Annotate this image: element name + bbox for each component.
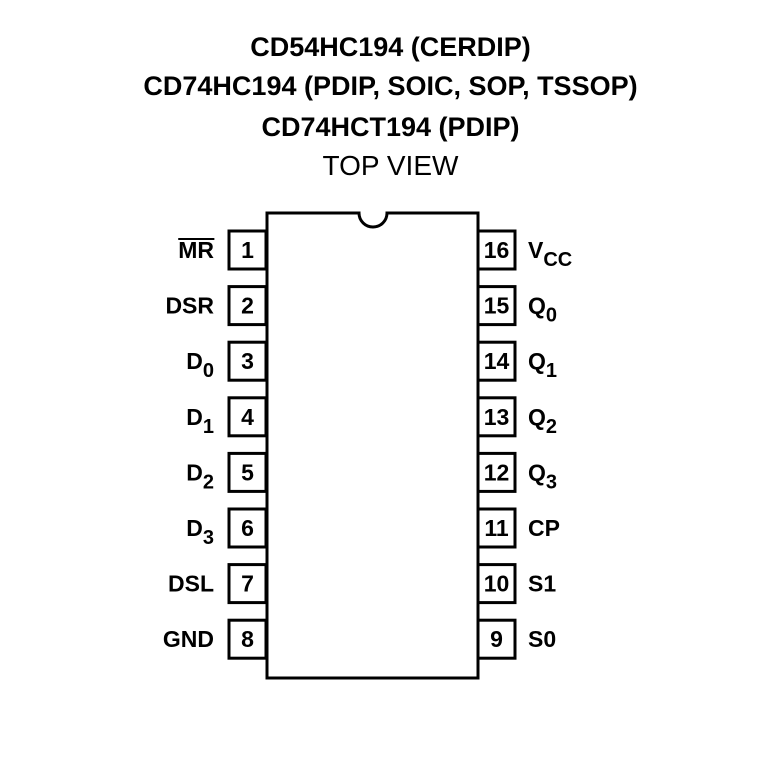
title-cd54hc194: CD54HC194 (CERDIP) bbox=[250, 32, 531, 62]
pin-subscript: 2 bbox=[203, 471, 214, 493]
pin-box bbox=[476, 618, 517, 660]
pin-subscript: 3 bbox=[203, 527, 214, 549]
pin-number: 8 bbox=[241, 626, 254, 652]
pin-number: 5 bbox=[241, 459, 254, 485]
pin-name: D bbox=[186, 404, 203, 430]
pin-number: 10 bbox=[484, 571, 510, 597]
pin-number: 14 bbox=[484, 348, 510, 374]
pin-name: D bbox=[186, 515, 203, 541]
pin-box bbox=[227, 507, 268, 549]
pin-box bbox=[227, 229, 268, 271]
pin-name: Q bbox=[528, 293, 546, 319]
pin-11: 11 CP bbox=[476, 507, 560, 549]
pin-label: MR bbox=[178, 237, 214, 263]
pin-label: D0 bbox=[186, 348, 214, 382]
pin-label: D1 bbox=[186, 404, 214, 438]
pin-box bbox=[476, 507, 517, 549]
pin-12: 12 Q3 bbox=[476, 451, 557, 493]
pin-box bbox=[227, 340, 268, 382]
pin-number: 7 bbox=[241, 571, 254, 597]
title-cd74hc194: CD74HC194 (PDIP, SOIC, SOP, TSSOP) bbox=[143, 71, 638, 101]
pin-2: 2 DSR bbox=[165, 285, 268, 327]
pin-number: 9 bbox=[490, 626, 503, 652]
pin-4: 4 D1 bbox=[186, 396, 268, 438]
pin-1: 1 MR bbox=[178, 229, 268, 271]
pin-5: 5 D2 bbox=[186, 451, 268, 493]
pin-name: DSL bbox=[168, 571, 214, 597]
pin-subscript: 1 bbox=[203, 416, 214, 438]
pin-7: 7 DSL bbox=[168, 563, 268, 605]
pin-label: GND bbox=[163, 626, 214, 652]
pin-box bbox=[476, 563, 517, 605]
pin-name: DSR bbox=[165, 293, 214, 319]
pin-9: 9 S0 bbox=[476, 618, 556, 660]
pin-box bbox=[476, 340, 517, 382]
pin-subscript: 0 bbox=[203, 360, 214, 382]
pin-label: DSL bbox=[168, 571, 214, 597]
title-cd74hct194: CD74HCT194 (PDIP) bbox=[261, 112, 520, 142]
pin-box bbox=[227, 618, 268, 660]
pin-number: 12 bbox=[484, 459, 510, 485]
pin-number: 1 bbox=[241, 237, 254, 263]
pin-number: 16 bbox=[484, 237, 510, 263]
pin-label: Q0 bbox=[528, 293, 557, 327]
pin-14: 14 Q1 bbox=[476, 340, 557, 382]
pin-10: 10 S1 bbox=[476, 563, 556, 605]
pin-subscript: 2 bbox=[546, 416, 557, 438]
pin-name: D bbox=[186, 348, 203, 374]
pin-label: S1 bbox=[528, 571, 556, 597]
pin-label: VCC bbox=[528, 237, 572, 271]
pin-subscript: 0 bbox=[546, 305, 557, 327]
pin-box bbox=[227, 396, 268, 438]
pin-label: Q1 bbox=[528, 348, 557, 382]
pin-8: 8 GND bbox=[163, 618, 268, 660]
pin-name: S1 bbox=[528, 571, 556, 597]
pin-number: 11 bbox=[484, 515, 509, 541]
pin-number: 2 bbox=[241, 293, 254, 319]
pin-number: 13 bbox=[484, 404, 510, 430]
pin-box bbox=[227, 563, 268, 605]
pin-name: GND bbox=[163, 626, 214, 652]
pin-label: DSR bbox=[165, 293, 214, 319]
pin-6: 6 D3 bbox=[186, 507, 268, 549]
pin-number: 3 bbox=[241, 348, 254, 374]
pin-16: 16 VCC bbox=[476, 229, 572, 271]
pin-label: Q2 bbox=[528, 404, 557, 438]
pin-label: CP bbox=[528, 515, 560, 541]
chip-body bbox=[265, 211, 480, 680]
pin-number: 4 bbox=[241, 404, 254, 430]
pin-name: Q bbox=[528, 348, 546, 374]
pin-label: D2 bbox=[186, 459, 214, 493]
pin-subscript: 1 bbox=[546, 360, 557, 382]
pin-name: CP bbox=[528, 515, 560, 541]
pin-box bbox=[476, 396, 517, 438]
pin-15: 15 Q0 bbox=[476, 285, 557, 327]
pin-name: D bbox=[186, 459, 203, 485]
pin-subscript: 3 bbox=[546, 471, 557, 493]
pin-subscript: CC bbox=[543, 249, 572, 271]
pin-box bbox=[476, 229, 517, 271]
pin-name: S0 bbox=[528, 626, 556, 652]
pin-box bbox=[227, 451, 268, 493]
pin-box bbox=[476, 285, 517, 327]
pin-name: V bbox=[528, 237, 544, 263]
pin-box bbox=[476, 451, 517, 493]
top-view-label: TOP VIEW bbox=[322, 150, 459, 181]
pin-number: 6 bbox=[241, 515, 254, 541]
pin-label: D3 bbox=[186, 515, 214, 549]
pin-name: Q bbox=[528, 459, 546, 485]
pin-number: 15 bbox=[484, 293, 510, 319]
pin-13: 13 Q2 bbox=[476, 396, 557, 438]
pin-box bbox=[227, 285, 268, 327]
pin-label: S0 bbox=[528, 626, 556, 652]
pin-label: Q3 bbox=[528, 459, 557, 493]
pin-name: MR bbox=[178, 237, 214, 263]
pin-name: Q bbox=[528, 404, 546, 430]
pin-3: 3 D0 bbox=[186, 340, 268, 382]
